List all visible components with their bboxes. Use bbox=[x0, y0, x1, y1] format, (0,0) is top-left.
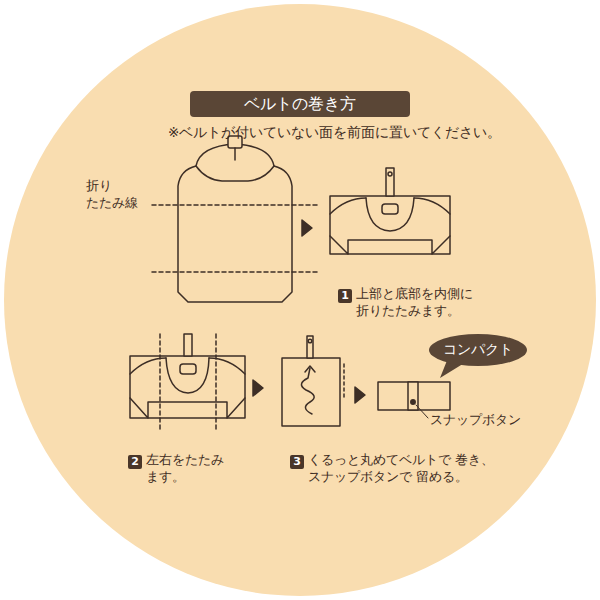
fold-line-label: 折り たたみ線 bbox=[86, 178, 148, 212]
snap-button-label: スナップボタン bbox=[430, 412, 570, 429]
callout-number: 1 bbox=[338, 289, 352, 303]
note: ※ベルトが付いていない面を前面に置いてください。 bbox=[168, 124, 588, 142]
fold-line bbox=[160, 334, 216, 432]
speech-bubble: コンパクト bbox=[429, 334, 527, 366]
bubble-text: コンパクト bbox=[429, 341, 527, 359]
step-arrow bbox=[302, 220, 312, 236]
step-arrow bbox=[253, 380, 263, 396]
bag-open bbox=[178, 136, 292, 302]
bag-fold-sides bbox=[130, 334, 245, 418]
step-text: くるっと丸めてベルトで 巻き、スナップボタンで 留める。 bbox=[308, 452, 508, 486]
bubble-ellipse bbox=[429, 334, 527, 366]
bag-folded-top-bottom bbox=[330, 168, 450, 254]
step-text: 上部と底部を内側に 折りたたみます。 bbox=[356, 286, 526, 320]
callout-number: 2 bbox=[128, 455, 142, 469]
bag-rolling bbox=[282, 336, 344, 426]
fold-line bbox=[152, 205, 318, 272]
step-arrow bbox=[355, 387, 365, 403]
callout-number: 3 bbox=[290, 455, 304, 469]
step-text: 左右をたたみ ます。 bbox=[146, 452, 256, 486]
title-band: ベルトの巻き方 bbox=[190, 91, 410, 117]
background-disc bbox=[4, 4, 596, 596]
